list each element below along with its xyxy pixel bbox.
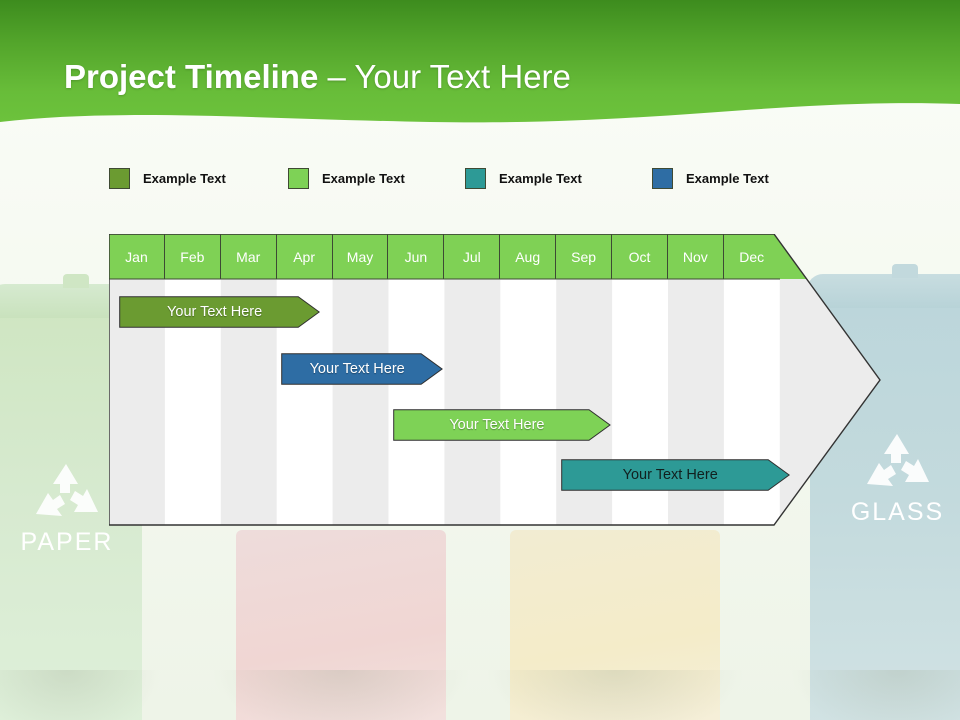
- legend-swatch-icon: [652, 168, 673, 189]
- month-cell-apr[interactable]: Apr: [277, 234, 333, 279]
- banner-shape: [0, 0, 960, 123]
- legend-swatch-icon: [109, 168, 130, 189]
- page-title: Project Timeline – Your Text Here: [64, 58, 571, 96]
- month-cell-jun[interactable]: Jun: [388, 234, 445, 279]
- legend-label: Example Text: [322, 171, 405, 186]
- bin-handle: [62, 274, 89, 288]
- bar-arrow-shape: [393, 409, 611, 441]
- month-cell-may[interactable]: May: [333, 234, 389, 279]
- month-cell-oct[interactable]: Oct: [612, 234, 668, 279]
- recycle-icon: [28, 462, 106, 524]
- timeline-bars: Your Text Here Your Text Here Your Text …: [109, 234, 884, 526]
- legend-item-1[interactable]: Example Text: [109, 168, 226, 189]
- month-cell-feb[interactable]: Feb: [165, 234, 221, 279]
- month-cell-aug[interactable]: Aug: [500, 234, 557, 279]
- bar-arrow-shape: [281, 353, 444, 385]
- legend-label: Example Text: [499, 171, 582, 186]
- bar-label: Your Text Here: [309, 361, 405, 377]
- bin-handle: [892, 264, 919, 278]
- bin-label-paper: PAPER: [20, 528, 114, 556]
- chart-legend: Example Text Example Text Example Text E…: [109, 168, 829, 194]
- bin-yellow: [485, 530, 745, 720]
- bar-label: Your Text Here: [167, 304, 263, 320]
- legend-swatch-icon: [288, 168, 309, 189]
- timeline-bar-2[interactable]: Your Text Here: [281, 353, 444, 385]
- month-cell-sep[interactable]: Sep: [556, 234, 613, 279]
- bar-arrow-shape: [560, 459, 790, 491]
- timeline-bar-1[interactable]: Your Text Here: [119, 296, 321, 328]
- legend-label: Example Text: [686, 171, 769, 186]
- timeline-bar-3[interactable]: Your Text Here: [393, 409, 611, 441]
- header-banner: Project Timeline – Your Text Here: [0, 0, 960, 132]
- month-cell-jul[interactable]: Jul: [444, 234, 501, 279]
- timeline-bar-4[interactable]: Your Text Here: [560, 459, 790, 491]
- bin-pink: [211, 530, 471, 720]
- bar-label: Your Text Here: [622, 467, 718, 483]
- page-title-strong: Project Timeline: [64, 58, 319, 95]
- month-cell-nov[interactable]: Nov: [668, 234, 724, 279]
- legend-item-2[interactable]: Example Text: [288, 168, 405, 189]
- month-cell-mar[interactable]: Mar: [221, 234, 277, 279]
- legend-item-3[interactable]: Example Text: [465, 168, 582, 189]
- legend-label: Example Text: [143, 171, 226, 186]
- month-header-row: Jan Feb Mar Apr May Jun Jul Aug Sep Oct …: [109, 234, 780, 279]
- bar-label: Your Text Here: [449, 417, 545, 433]
- timeline-chart: Jan Feb Mar Apr May Jun Jul Aug Sep Oct …: [109, 234, 884, 526]
- page-title-light: – Your Text Here: [318, 58, 571, 95]
- month-cell-jan[interactable]: Jan: [109, 234, 165, 279]
- month-cell-dec[interactable]: Dec: [739, 248, 765, 265]
- legend-item-4[interactable]: Example Text: [652, 168, 769, 189]
- chart-arrow-body: [109, 234, 881, 526]
- legend-swatch-icon: [465, 168, 486, 189]
